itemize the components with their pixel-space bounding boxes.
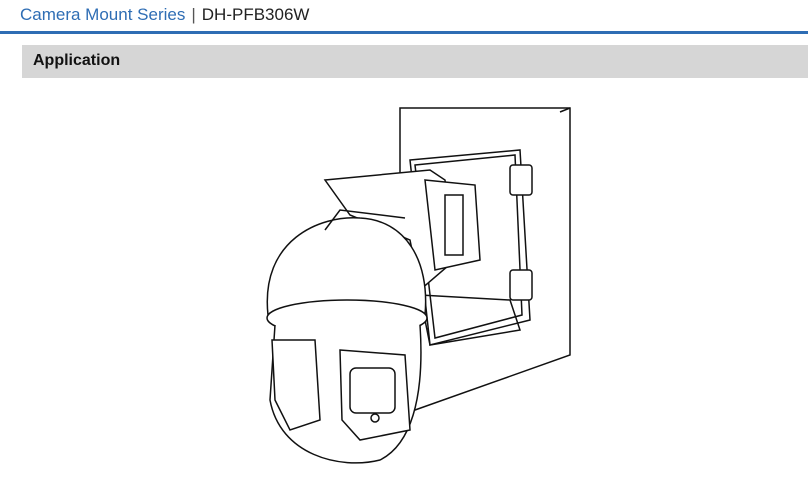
section-heading-bar: Application <box>22 45 808 78</box>
series-name: Camera Mount Series <box>20 5 186 24</box>
model-number: DH-PFB306W <box>201 5 310 24</box>
section-title: Application <box>33 52 121 69</box>
camera-mount-illustration <box>266 107 571 464</box>
header-separator: | <box>191 5 196 24</box>
header-rule <box>0 31 808 34</box>
page-header: Camera Mount Series | DH-PFB306W <box>20 5 309 25</box>
